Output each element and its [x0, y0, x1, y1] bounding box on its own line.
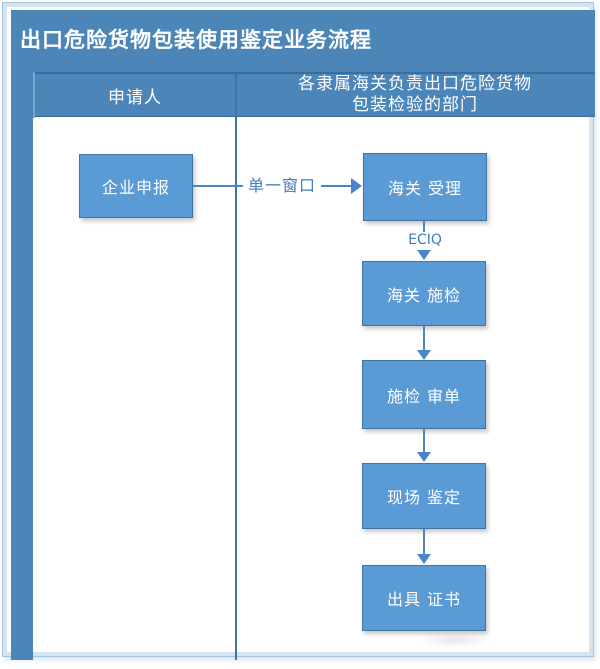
diagram-frame: 出口危险货物包装使用鉴定业务流程 申请人 各隶属海关负责出口危险货物 包装检验的…: [2, 2, 595, 660]
node-inspection-doc-review: 施检 审单: [362, 360, 486, 429]
node-onsite-identification: 现场 鉴定: [362, 463, 486, 529]
lane-strip-seam: [33, 72, 35, 118]
arrowhead-right-icon: [351, 178, 362, 194]
lane-header-customs-line1: 各隶属海关负责出口危险货物: [298, 74, 532, 94]
lane-header-applicant-label: 申请人: [108, 87, 162, 108]
left-lane-strip: [11, 72, 33, 660]
page-title: 出口危险货物包装使用鉴定业务流程: [20, 28, 372, 52]
arrow-onsite-to-certificate-line: [423, 529, 425, 554]
arrow-accept-to-inspect-line: [423, 220, 425, 233]
arrowhead-down-icon: [417, 554, 431, 564]
arrowhead-down-icon: [417, 452, 431, 462]
lane-header-band: [35, 74, 595, 117]
arrow-review-to-onsite-line: [423, 429, 425, 452]
lane-header-customs: 各隶属海关负责出口危险货物 包装检验的部门: [235, 74, 595, 116]
title-header-separator: [11, 72, 595, 74]
title-bar: 出口危险货物包装使用鉴定业务流程: [11, 10, 595, 72]
arrowhead-down-icon: [417, 250, 431, 260]
lane-header-applicant: 申请人: [35, 74, 235, 116]
edge-label-eciq: ECIQ: [399, 232, 451, 248]
node-issue-certificate: 出具 证书: [362, 565, 486, 631]
watermark-remnant: [418, 632, 493, 648]
node-enterprise-declaration: 企业申报: [79, 154, 193, 218]
node-customs-acceptance: 海关 受理: [363, 153, 487, 221]
arrowhead-down-icon: [417, 350, 431, 360]
node-customs-inspection: 海关 施检: [362, 261, 486, 326]
lane-header-customs-line2: 包装检验的部门: [352, 95, 478, 115]
arrow-inspect-to-review-line: [423, 326, 425, 350]
edge-label-single-window: 单一窗口: [243, 175, 321, 197]
lane-divider: [235, 74, 237, 660]
